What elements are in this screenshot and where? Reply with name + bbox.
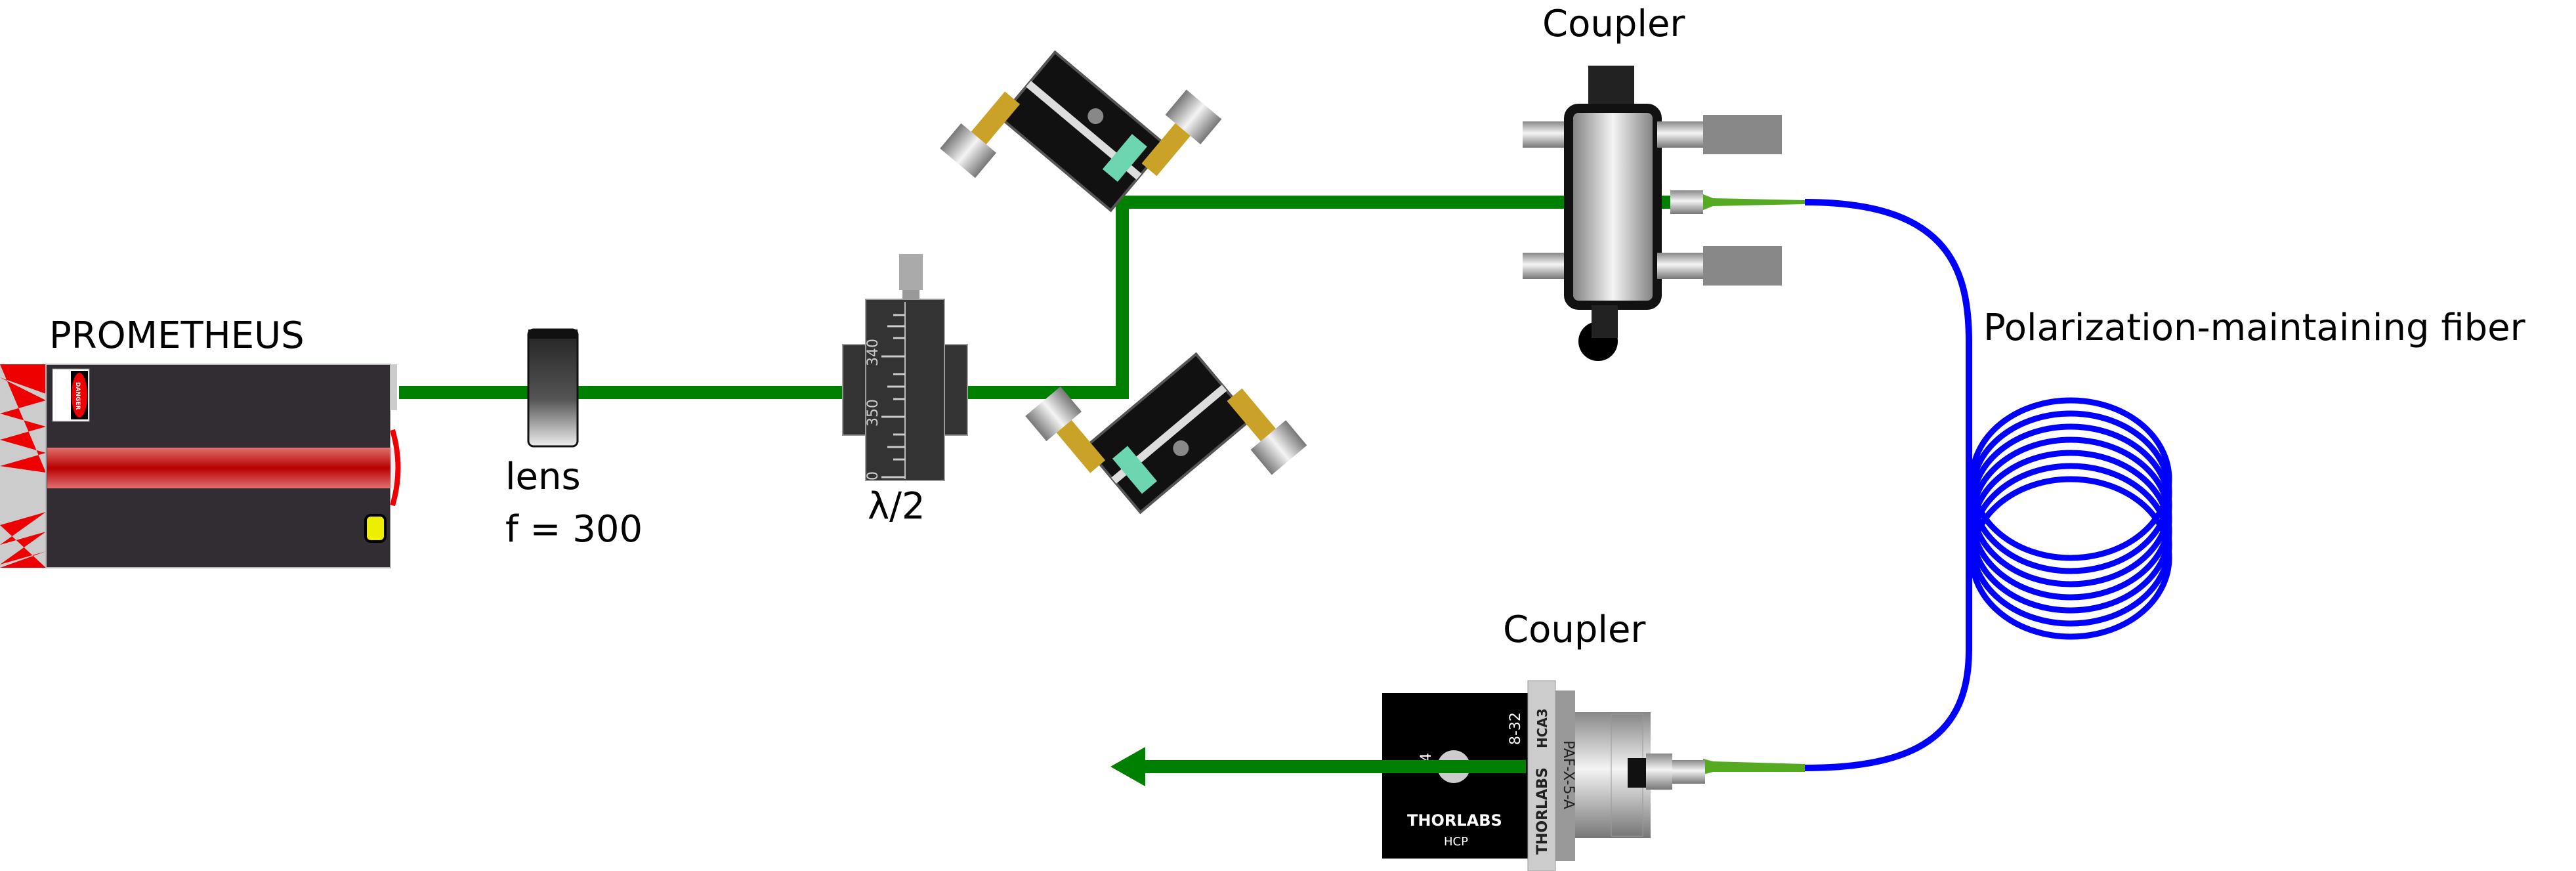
scale-tick-350: 350: [865, 399, 881, 427]
mirror-mount-bottom: [1025, 352, 1307, 515]
lens-focal-length: f = 300: [505, 508, 643, 551]
laser-prometheus: DANGER PROMETHEUS: [0, 314, 401, 568]
svg-text:8-32: 8-32: [1508, 712, 1524, 745]
scale-tick-340: 340: [865, 339, 881, 366]
svg-text:HCA3: HCA3: [1534, 708, 1550, 748]
warning-label: [364, 514, 387, 543]
svg-text:THORLABS: THORLABS: [1534, 767, 1551, 855]
fiber-coil: [1969, 397, 2172, 640]
half-wave-plate-mount: 340 350 0 λ/2: [842, 254, 968, 528]
svg-text:PAF-X-5-A: PAF-X-5-A: [1560, 740, 1576, 809]
svg-text:HCP: HCP: [1444, 835, 1468, 849]
fiber-connector-top: [1670, 190, 1703, 214]
output-beam-arrow: [1110, 747, 1526, 786]
danger-sign: DANGER: [52, 368, 90, 422]
laser-label: PROMETHEUS: [49, 314, 305, 357]
waveplate-label: λ/2: [868, 485, 925, 528]
coupler-bottom: Coupler M4 8-32 THORLABS HCP HCA3 THORLA…: [1382, 608, 1705, 871]
lens: lens f = 300: [505, 328, 643, 551]
coupler-bottom-label: Coupler: [1503, 608, 1646, 651]
scale-tick-0: 0: [865, 471, 881, 480]
thorlabs-logo: THORLABS: [1407, 811, 1502, 830]
mirror-mount-top: [940, 50, 1222, 213]
pm-fiber: Polarization-maintaining fiber: [1670, 190, 2526, 775]
coupler-top: Coupler: [1523, 3, 1782, 361]
coupler-top-label: Coupler: [1542, 3, 1685, 45]
laser-beam: [399, 196, 1680, 399]
lens-label: lens: [505, 456, 581, 498]
fiber-label: Polarization-maintaining fiber: [1983, 307, 2526, 349]
svg-text:DANGER: DANGER: [74, 382, 81, 410]
